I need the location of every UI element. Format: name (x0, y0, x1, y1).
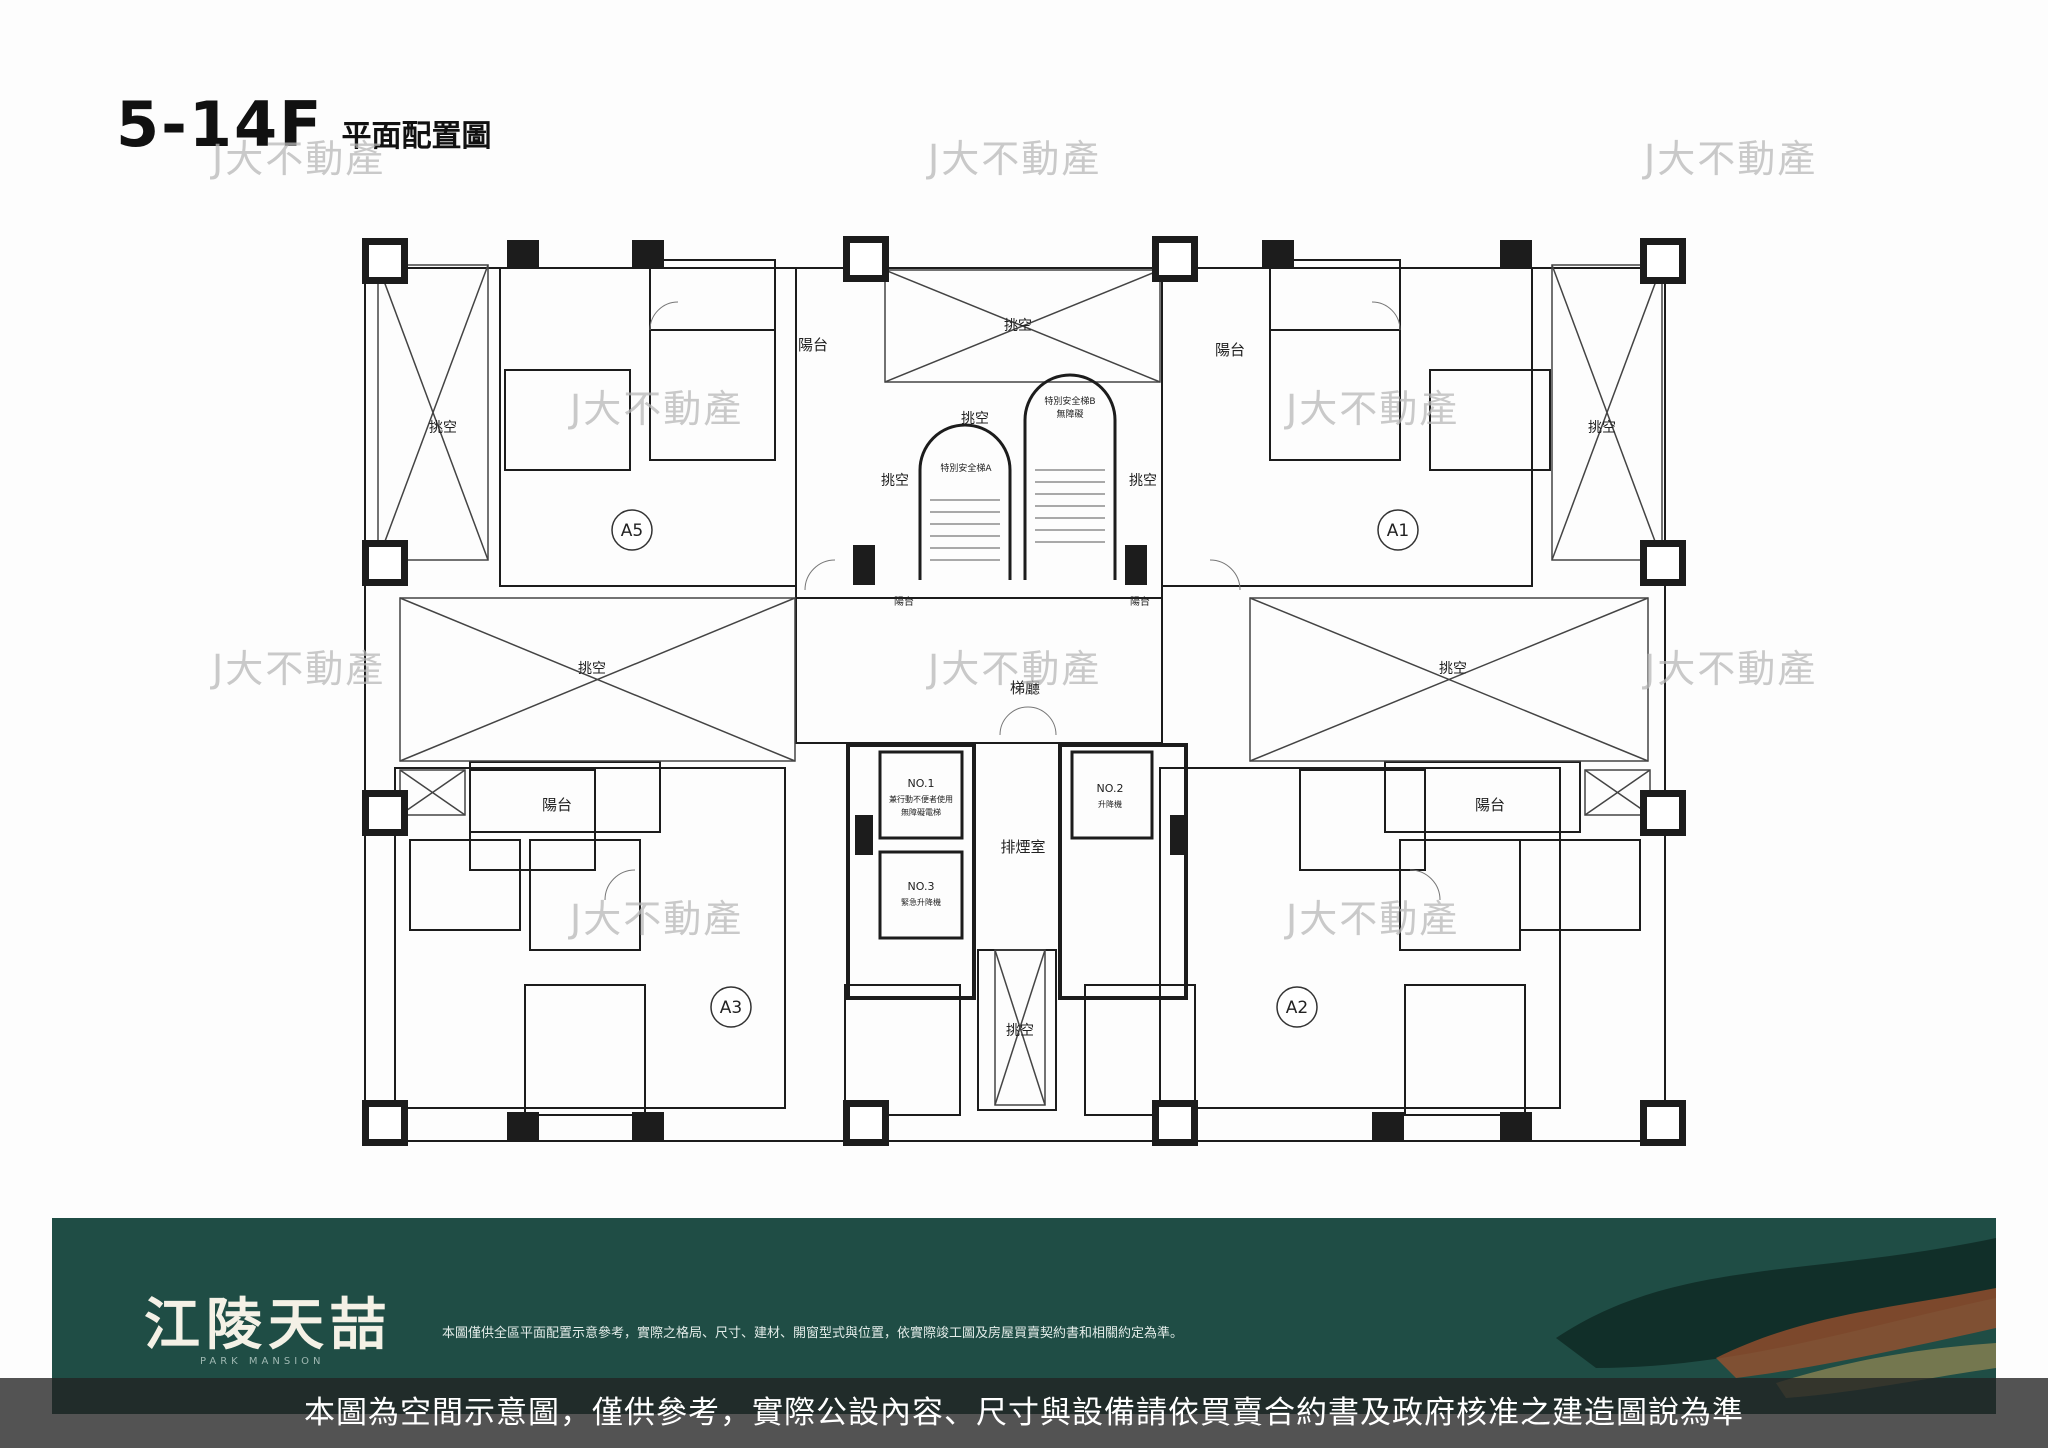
elevator-no1: NO.1 (908, 777, 935, 790)
void-label: 挑空 (1006, 1023, 1034, 1039)
elevator-no1-line1: 兼行動不便者使用 (889, 794, 953, 804)
watermark: J大不動產 (212, 647, 386, 691)
plan-title: 平面配置圖 (341, 119, 492, 154)
watermark: J大不動產 (570, 897, 744, 941)
void-label: 挑空 (1588, 420, 1616, 436)
watermark: J大不動產 (570, 387, 744, 431)
void-label: 挑空 (1004, 318, 1032, 334)
watermark: J大不動產 (1644, 137, 1818, 181)
page-title: 5-14F 平面配置圖 (116, 88, 492, 161)
elevator-no1-line2: 無障礙電梯 (901, 807, 941, 817)
balcony-small-label: 陽台 (894, 595, 914, 608)
smoke-room-label: 排煙室 (1000, 838, 1045, 856)
elevator-no3: NO.3 (908, 880, 935, 893)
elevator-no3-line1: 緊急升降機 (901, 897, 941, 907)
unit-a5: A5 (621, 521, 643, 541)
void-label: 挑空 (429, 420, 457, 436)
watermark: J大不動產 (928, 137, 1102, 181)
stair-b-sub: 無障礙 (1056, 408, 1083, 420)
watermark: J大不動產 (928, 647, 1102, 691)
watermark: J大不動產 (1286, 387, 1460, 431)
brand-logo-sub: PARK MANSION (200, 1356, 325, 1367)
caption-bar: 本圖為空間示意圖，僅供參考，實際公設內容、尺寸與設備請依買賣合約書及政府核准之建… (0, 1378, 2048, 1448)
brand-logo: 江陵天喆 (144, 1292, 392, 1358)
void-label: 挑空 (578, 661, 606, 677)
elevator-no2-line1: 升降機 (1098, 799, 1122, 809)
balcony-label: 陽台 (542, 796, 572, 814)
lobby-label: 梯廳 (1010, 679, 1040, 697)
unit-a2: A2 (1286, 998, 1308, 1018)
floor-range: 5-14F (116, 88, 324, 161)
stair-a-label: 特別安全梯A (940, 462, 992, 474)
balcony-label: 陽台 (1475, 796, 1505, 814)
stair-b-label: 特別安全梯B (1044, 395, 1095, 407)
balcony-label: 陽台 (798, 336, 828, 354)
watermark: J大不動產 (1286, 897, 1460, 941)
void-label: 挑空 (1129, 473, 1157, 489)
void-label: 挑空 (961, 411, 989, 427)
unit-a1: A1 (1387, 521, 1409, 541)
disclaimer: 本圖僅供全區平面配置示意參考，實際之格局、尺寸、建材、開窗型式與位置，依實際竣工… (442, 1326, 1184, 1341)
watermark: J大不動產 (1644, 647, 1818, 691)
watermark: J大不動產 (212, 137, 386, 181)
void-label: 挑空 (881, 473, 909, 489)
balcony-label: 陽台 (1215, 341, 1245, 359)
unit-a3: A3 (720, 998, 742, 1018)
balcony-small-label: 陽台 (1130, 595, 1150, 608)
void-label: 挑空 (1439, 661, 1467, 677)
elevator-no2: NO.2 (1097, 782, 1124, 795)
